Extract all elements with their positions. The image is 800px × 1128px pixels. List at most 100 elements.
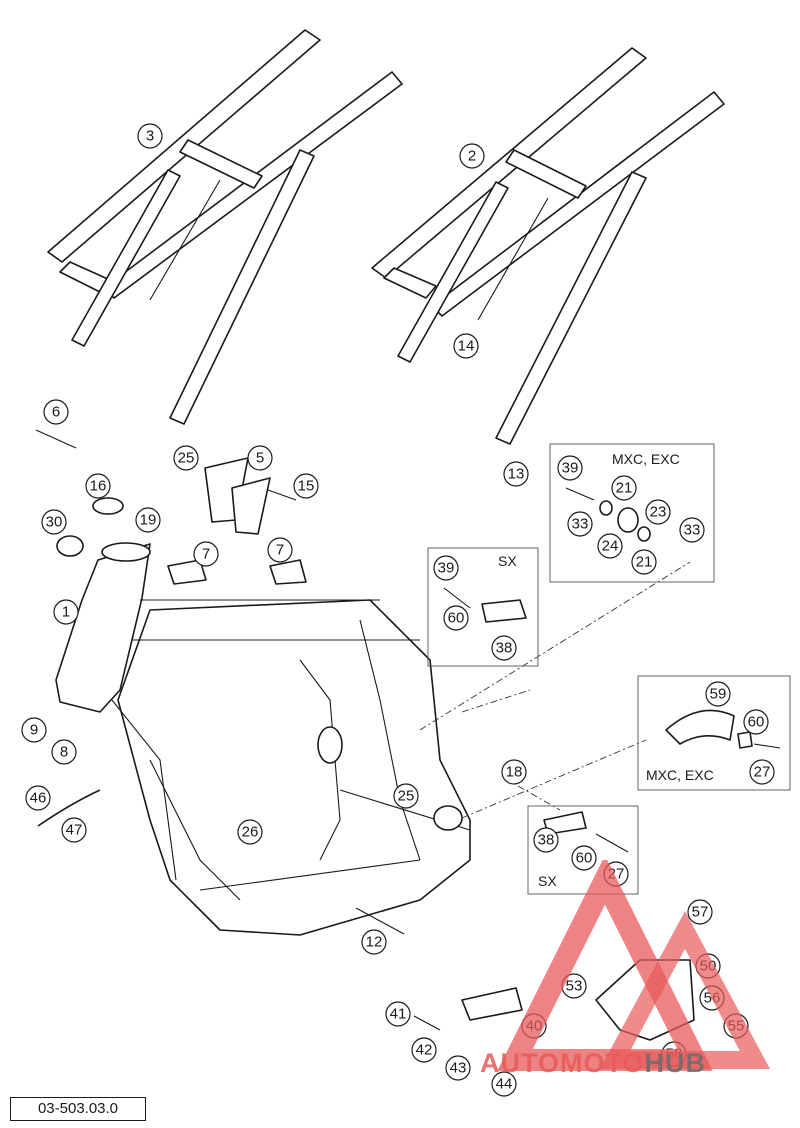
- callout: 25: [173, 445, 199, 471]
- variant-box-sx-top: SX: [427, 547, 539, 667]
- watermark-word-a: AUTOMOTO: [480, 1048, 645, 1078]
- watermark-word-b: HUB: [644, 1048, 707, 1078]
- callout-number: 44: [496, 1076, 513, 1093]
- callout-number: 43: [450, 1060, 467, 1077]
- callout: 27: [749, 759, 775, 785]
- document-code: 03-503.03.0: [10, 1097, 146, 1121]
- callout-number: 53: [566, 978, 583, 995]
- callout-number: 1: [62, 604, 70, 621]
- callout: 55: [723, 1013, 749, 1039]
- callout: 5: [247, 445, 273, 471]
- callout-number: 38: [496, 640, 513, 657]
- callout-number: 2: [468, 148, 476, 165]
- callout-number: 60: [748, 714, 765, 731]
- variant-label: MXC, EXC: [612, 451, 680, 467]
- callout-number: 25: [398, 788, 415, 805]
- callout-number: 5: [256, 450, 264, 467]
- callout: 18: [501, 759, 527, 785]
- callout-number: 55: [728, 1018, 745, 1035]
- callout-number: 16: [90, 478, 107, 495]
- callout: 60: [571, 845, 597, 871]
- callout-number: 60: [576, 850, 593, 867]
- callout-number: 8: [60, 744, 68, 761]
- callout-number: 60: [448, 610, 465, 627]
- callout-number: 15: [298, 478, 315, 495]
- callout-number: 21: [616, 480, 633, 497]
- callout-number: 42: [416, 1042, 433, 1059]
- callout: 33: [567, 511, 593, 537]
- callout: 47: [61, 817, 87, 843]
- callout: 40: [521, 1013, 547, 1039]
- callout: 21: [611, 475, 637, 501]
- callout: 24: [597, 533, 623, 559]
- callout: 59: [705, 681, 731, 707]
- callout-number: 33: [572, 516, 589, 533]
- callout: 41: [385, 1001, 411, 1027]
- callout: 8: [51, 739, 77, 765]
- callout-number: 13: [508, 466, 525, 483]
- callout-number: 9: [30, 722, 38, 739]
- variant-label: SX: [538, 873, 557, 889]
- callout-number: 41: [390, 1006, 407, 1023]
- callout: 3: [137, 123, 163, 149]
- subframe-3: [47, 29, 403, 425]
- callout-number: 39: [438, 560, 455, 577]
- callout: 7: [193, 541, 219, 567]
- callout: 39: [557, 455, 583, 481]
- callout: 23: [645, 499, 671, 525]
- watermark-text: AUTOMOTOHUB: [480, 1048, 706, 1079]
- callout-number: 47: [66, 822, 83, 839]
- callout-number: 40: [526, 1018, 543, 1035]
- callout: 16: [85, 473, 111, 499]
- callout-number: 7: [276, 542, 284, 559]
- callout: 15: [293, 473, 319, 499]
- callout-number: 7: [202, 546, 210, 563]
- callout-number: 12: [366, 934, 383, 951]
- callout: 60: [743, 709, 769, 735]
- callout: 1: [53, 599, 79, 625]
- callout-number: 19: [140, 512, 157, 529]
- callout-number: 59: [710, 686, 727, 703]
- callout: 42: [411, 1037, 437, 1063]
- callout: 25: [393, 783, 419, 809]
- callout: 38: [533, 827, 559, 853]
- main-frame-1: [55, 542, 471, 936]
- callout-number: 56: [704, 990, 721, 1007]
- callout: 21: [631, 549, 657, 575]
- callout: 13: [503, 461, 529, 487]
- callout: 19: [135, 507, 161, 533]
- variant-label: SX: [498, 553, 517, 569]
- variant-box-mxc-exc-right: MXC, EXC: [637, 675, 791, 791]
- callout: 7: [267, 537, 293, 563]
- callout-number: 6: [52, 404, 60, 421]
- callout-number: 18: [506, 764, 523, 781]
- callout: 12: [361, 929, 387, 955]
- callout-number: 27: [608, 866, 625, 883]
- callout: 43: [445, 1055, 471, 1081]
- callout: 57: [687, 899, 713, 925]
- callout: 2: [459, 143, 485, 169]
- callout-number: 14: [458, 338, 475, 355]
- callout: 33: [679, 517, 705, 543]
- callout-number: 57: [692, 904, 709, 921]
- callout: 9: [21, 717, 47, 743]
- callout: 44: [491, 1071, 517, 1097]
- callout-number: 24: [602, 538, 619, 555]
- callout: 26: [237, 819, 263, 845]
- callout: 30: [41, 509, 67, 535]
- callout: 27: [603, 861, 629, 887]
- callout: 56: [699, 985, 725, 1011]
- callout: 39: [433, 555, 459, 581]
- callout: 60: [443, 605, 469, 631]
- callout-number: 25: [178, 450, 195, 467]
- callout-number: 39: [562, 460, 579, 477]
- subframe-2: [371, 47, 725, 445]
- callout-number: 33: [684, 522, 701, 539]
- callout: 14: [453, 333, 479, 359]
- callout: 53: [561, 973, 587, 999]
- variant-box-mxc-exc-top: MXC, EXC: [549, 443, 715, 583]
- callout: 6: [43, 399, 69, 425]
- callout-number: 50: [700, 958, 717, 975]
- callout-number: 26: [242, 824, 259, 841]
